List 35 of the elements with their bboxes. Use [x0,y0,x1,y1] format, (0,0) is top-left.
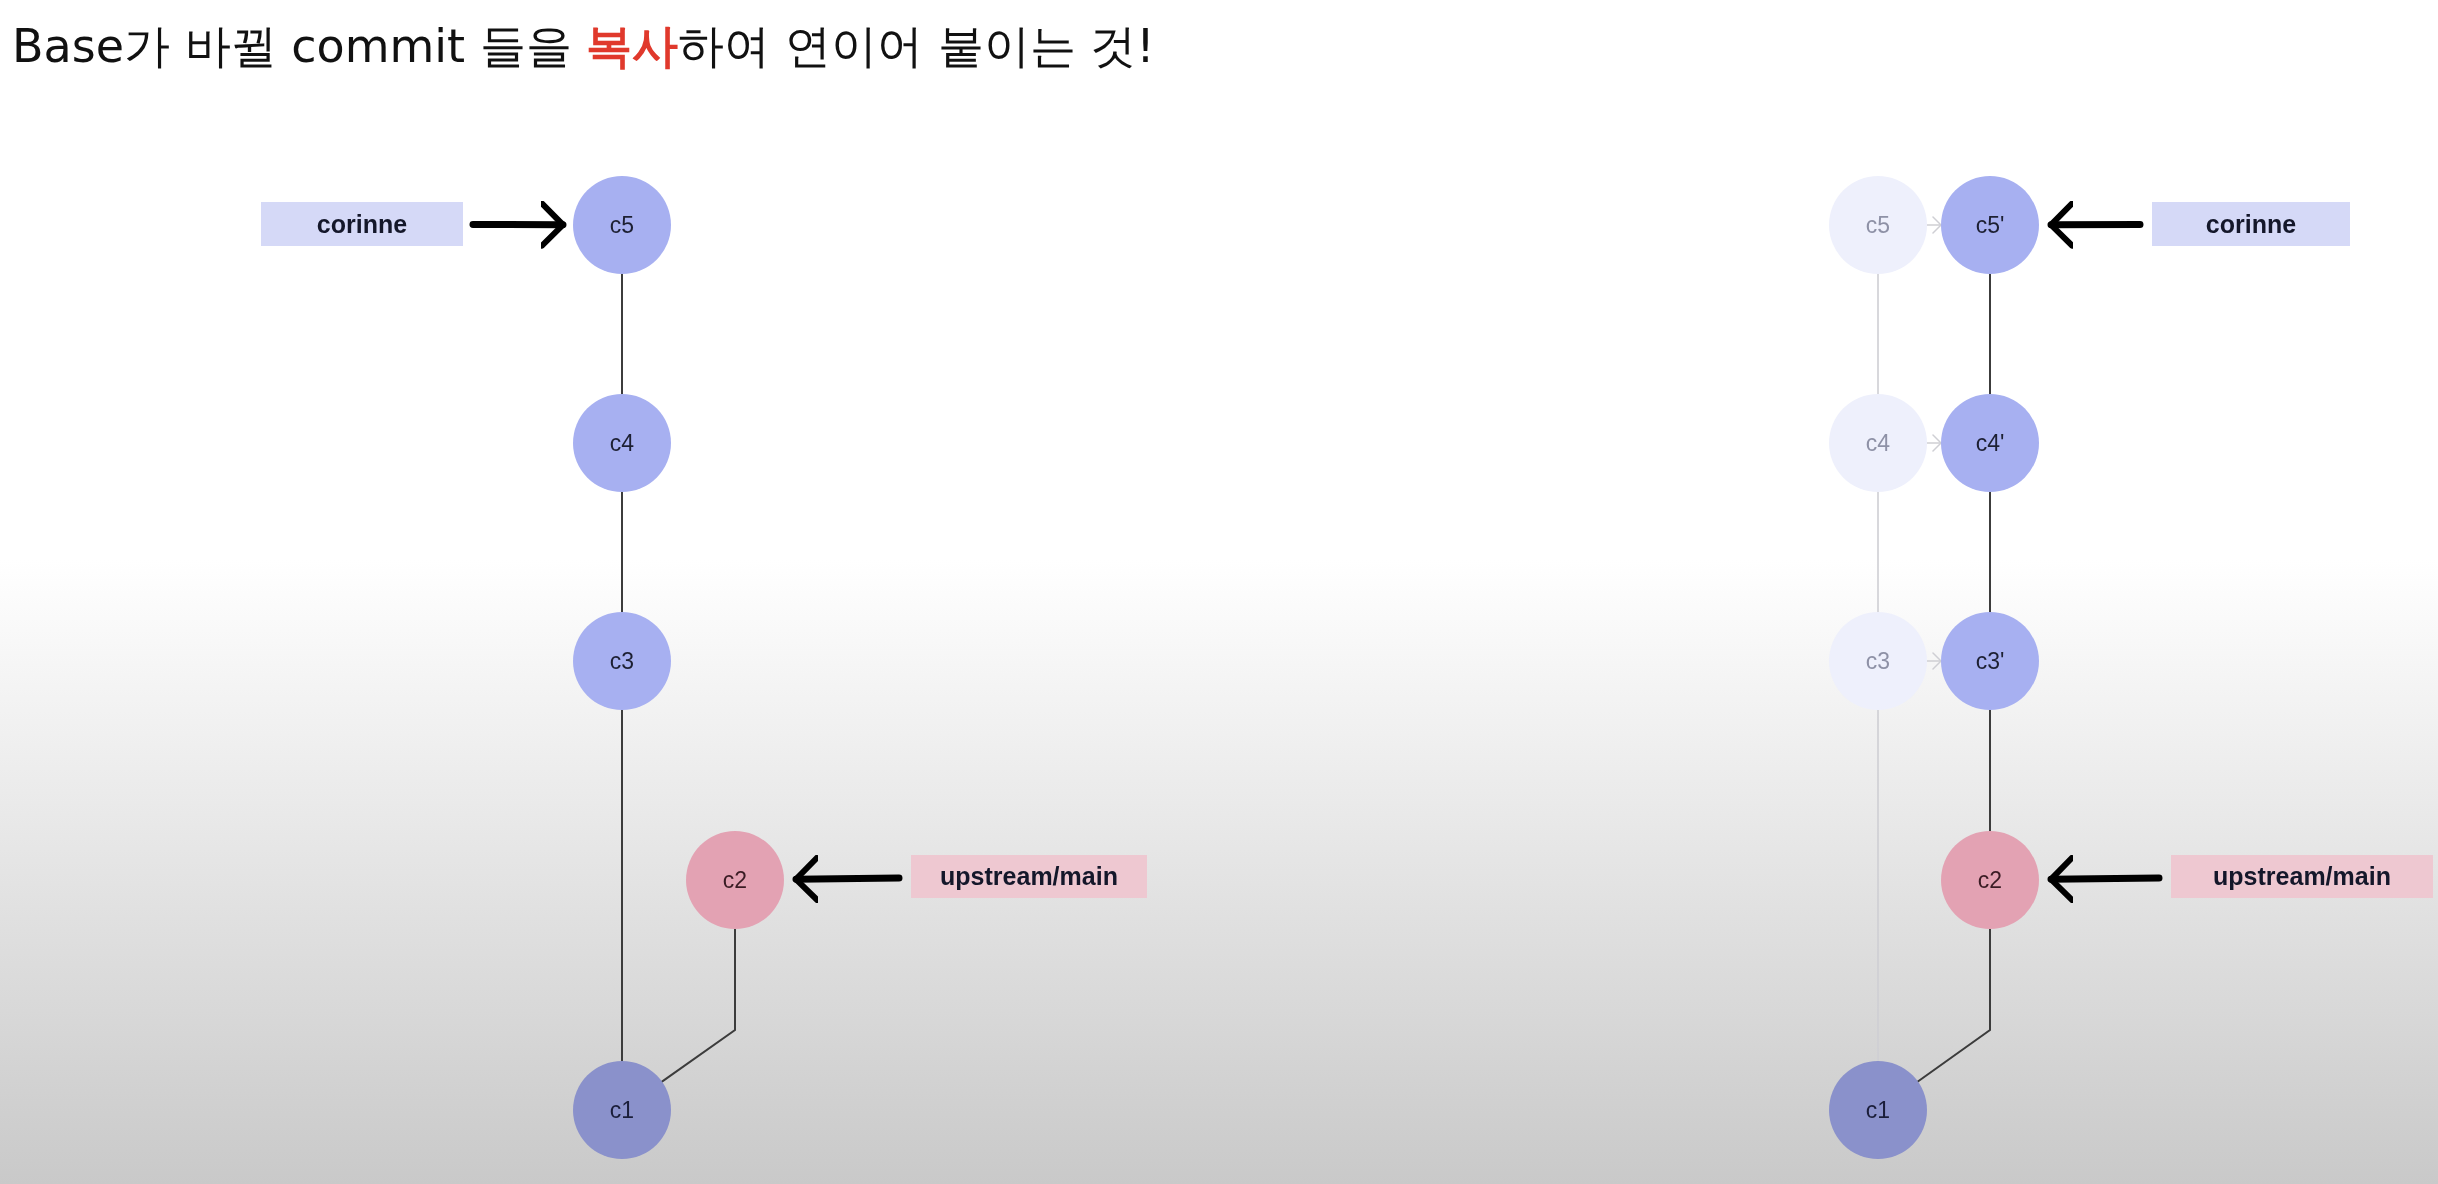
arrow [1926,216,1942,234]
pointer-arrow [469,200,567,249]
connector-line [1989,709,1991,832]
commit-circle: c2 [1941,831,2039,929]
connector-line [1877,273,1879,395]
title: Base가 바뀔 commit 들을 복사하여 연이어 붙이는 것! [12,18,1155,75]
connector-line [1916,928,1991,1083]
connector-line [661,928,736,1083]
commit-circle: c2 [686,831,784,929]
branch-label: upstream/main [2171,855,2433,898]
commit-circle: c3' [1941,612,2039,710]
commit-circle: c5' [1941,176,2039,274]
connector-line [621,491,623,613]
commit-circle: c3 [573,612,671,710]
branch-label: corinne [261,202,463,246]
connector-line [621,709,623,1062]
commit-circle: c4' [1941,394,2039,492]
commit-circle: c4 [573,394,671,492]
arrow [1926,652,1942,670]
pointer-arrow [2047,855,2163,904]
commit-circle: c1 [573,1061,671,1159]
arrow [1926,434,1942,452]
branch-label: corinne [2152,202,2350,246]
branch-label: upstream/main [911,855,1147,898]
connector-line [1877,491,1879,613]
faded-commit-circle: c5 [1829,176,1927,274]
connector-line [1989,273,1991,395]
faded-commit-circle: c3 [1829,612,1927,710]
faded-commit-circle: c4 [1829,394,1927,492]
commit-circle: c5 [573,176,671,274]
commit-circle: c1 [1829,1061,1927,1159]
connector-line [1989,491,1991,613]
connector-line [621,273,623,395]
pointer-arrow [2047,200,2144,249]
pointer-arrow [792,855,903,903]
